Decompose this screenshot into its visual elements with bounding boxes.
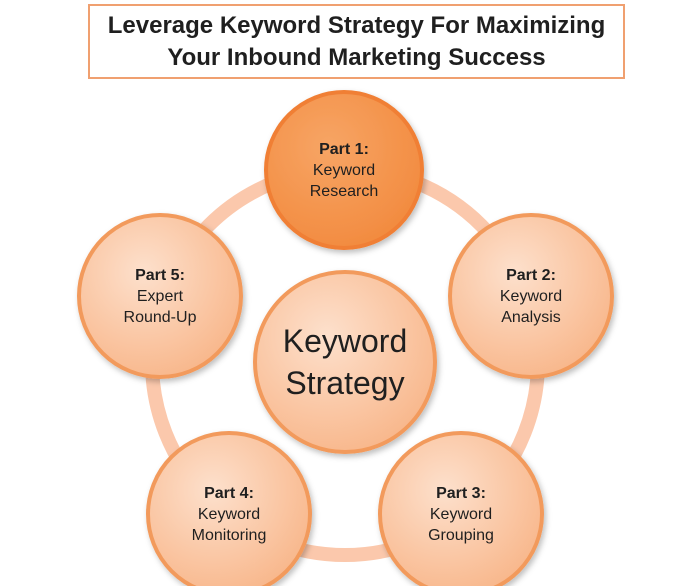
node-part-1: Part 1: Keyword Research (279, 120, 409, 220)
center-line-2: Strategy (285, 365, 405, 401)
center-label: Keyword Strategy (255, 277, 435, 447)
node-part-5: Part 5: Expert Round-Up (95, 246, 225, 346)
node-part-2: Part 2: Keyword Analysis (466, 246, 596, 346)
title-line-1: Leverage Keyword Strategy For Maximizing (107, 11, 606, 39)
node-part-3-title: Part 3: (436, 484, 486, 502)
node-part-1-line-2: Research (309, 182, 379, 200)
node-circle-part-3 (378, 431, 544, 586)
center-circle (253, 270, 437, 454)
center-line-1: Keyword (282, 323, 408, 359)
node-part-4: Part 4: Keyword Monitoring (164, 464, 294, 564)
node-part-4-line-2: Monitoring (191, 526, 267, 544)
diagram-title: Leverage Keyword Strategy For Maximizing… (88, 4, 625, 79)
node-part-2-line-1: Keyword (499, 287, 563, 305)
node-circle-part-1 (264, 90, 424, 250)
node-part-1-title: Part 1: (319, 140, 369, 158)
node-part-4-title: Part 4: (204, 484, 254, 502)
node-circle-part-5 (77, 213, 243, 379)
node-part-4-line-1: Keyword (197, 505, 261, 523)
node-circle-part-2 (448, 213, 614, 379)
node-part-1-line-1: Keyword (312, 161, 376, 179)
node-part-5-line-1: Expert (136, 287, 184, 305)
node-part-5-title: Part 5: (135, 266, 185, 284)
node-part-3: Part 3: Keyword Grouping (396, 464, 526, 564)
node-part-3-line-2: Grouping (428, 526, 494, 544)
node-part-2-line-2: Analysis (501, 308, 561, 326)
title-line-2: Your Inbound Marketing Success (167, 43, 546, 71)
node-part-5-line-2: Round-Up (123, 308, 197, 326)
node-circle-part-4 (146, 431, 312, 586)
node-part-3-line-1: Keyword (429, 505, 493, 523)
node-part-2-title: Part 2: (506, 266, 556, 284)
